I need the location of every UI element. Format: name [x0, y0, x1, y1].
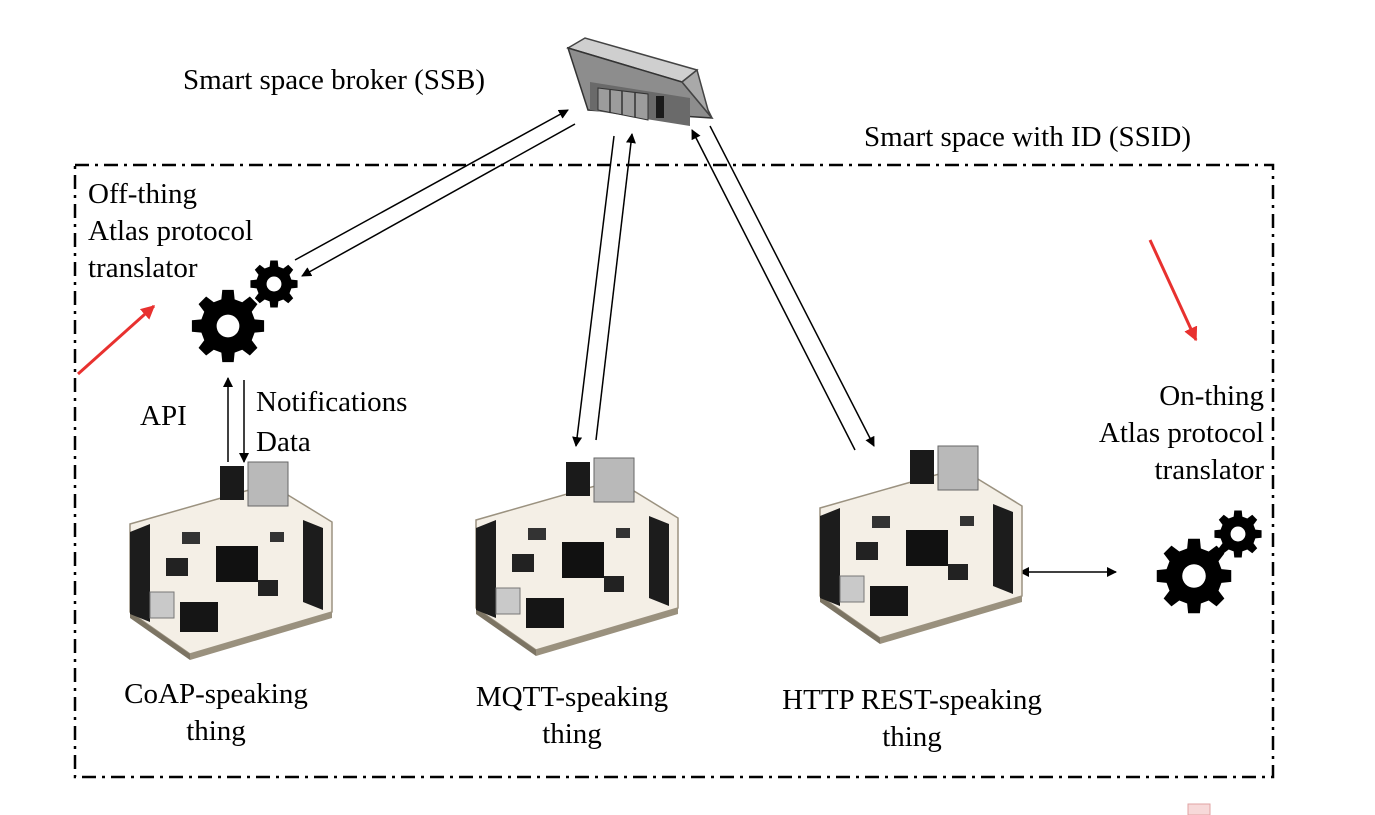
off-thing-line-2: Atlas protocol — [88, 215, 254, 247]
off-thing-line-3: translator — [88, 252, 198, 284]
arrow-ssb-to-mqtt — [572, 135, 615, 447]
gear-icon — [1156, 538, 1232, 614]
http-line-1: HTTP REST-speaking — [782, 684, 1042, 716]
coap-line-1: CoAP-speaking — [124, 678, 308, 710]
on-thing-line-1: On-thing — [1159, 380, 1264, 412]
red-pointer-arrow-icon — [76, 304, 156, 376]
embedded-board-icon — [819, 445, 1023, 645]
coap-thing-label: CoAP-speaking thing — [96, 676, 336, 750]
notifications-label: Notifications — [256, 386, 408, 418]
red-pointer-arrow-icon — [1148, 239, 1198, 342]
embedded-board-icon — [475, 457, 679, 657]
gear-icon — [1214, 510, 1262, 558]
ssid-boundary — [73, 163, 1275, 779]
arrow-ssb-to-http — [709, 125, 875, 447]
arrow-translator-to-ssb — [294, 109, 569, 261]
on-thing-label: On-thing Atlas protocol translator — [1099, 378, 1264, 489]
arrow-http-to-ssb — [691, 129, 856, 451]
mqtt-thing-label: MQTT-speaking thing — [452, 679, 692, 753]
on-thing-line-3: translator — [1154, 454, 1264, 486]
http-thing-label: HTTP REST-speaking thing — [752, 682, 1072, 756]
stray-mark — [1187, 803, 1211, 815]
mqtt-line-1: MQTT-speaking — [475, 681, 669, 713]
data-label: Data — [256, 426, 311, 458]
gear-icon — [250, 260, 298, 308]
api-label: API — [140, 400, 187, 432]
ssb-label: Smart space broker (SSB) — [183, 64, 486, 96]
mqtt-line-2: thing — [542, 718, 602, 750]
on-thing-line-2: Atlas protocol — [1098, 417, 1264, 449]
broker-server-icon — [566, 37, 714, 126]
http-line-2: thing — [882, 721, 942, 753]
off-thing-label: Off-thing Atlas protocol translator — [88, 176, 253, 287]
arrow-mqtt-to-ssb — [595, 133, 636, 441]
off-thing-line-1: Off-thing — [88, 178, 198, 210]
embedded-board-icon — [129, 461, 333, 661]
coap-line-2: thing — [186, 715, 246, 747]
ssid-label: Smart space with ID (SSID) — [864, 121, 1192, 153]
arrow-ssb-to-translator — [301, 123, 576, 277]
gear-icon — [191, 289, 265, 363]
